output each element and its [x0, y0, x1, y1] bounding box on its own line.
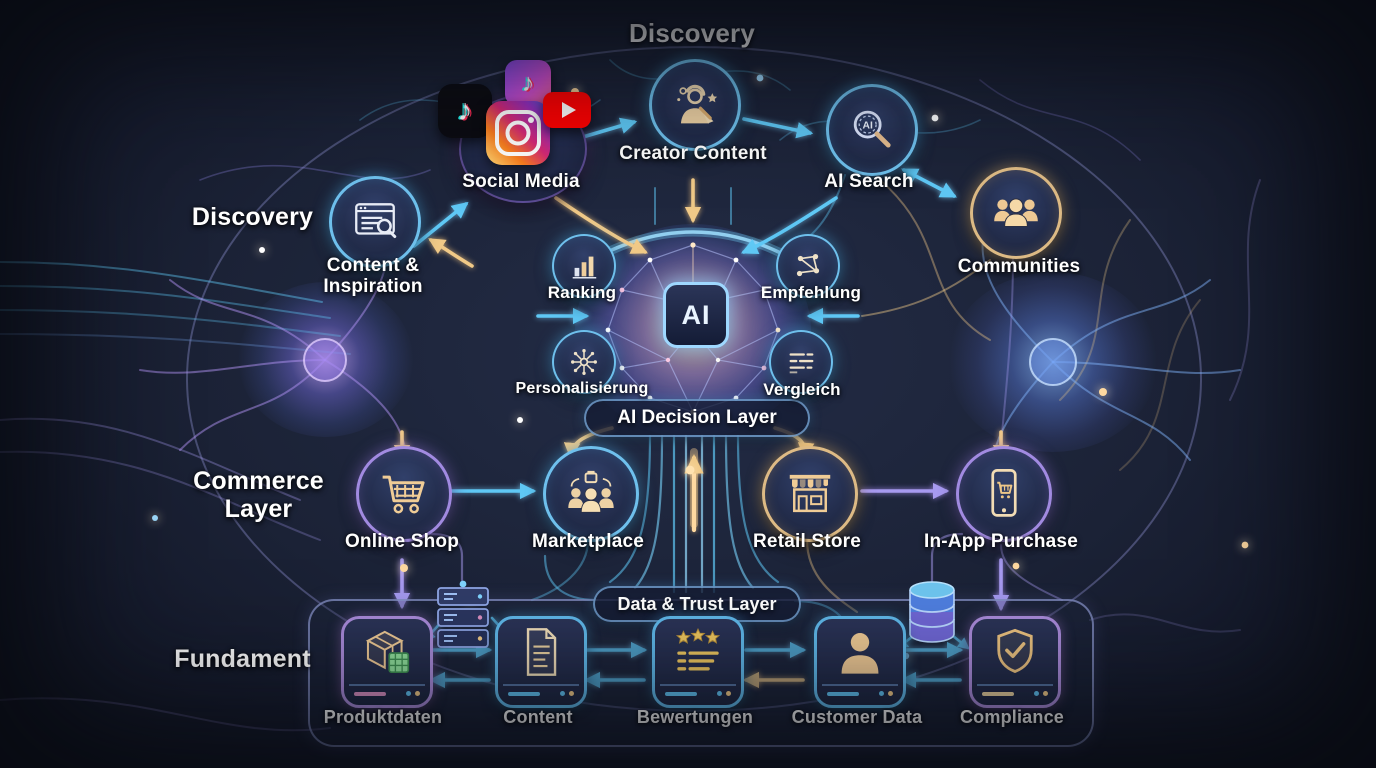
- bewertungen-label: Bewertungen: [636, 707, 754, 727]
- creator-content-node: [649, 59, 741, 151]
- ai-chip: AI: [663, 282, 729, 348]
- vergleich-node: [769, 330, 833, 394]
- youtube-icon: [543, 92, 591, 128]
- retail-store-node: [762, 446, 858, 542]
- ai-chip-label: AI: [681, 299, 711, 330]
- ai-decision-layer-label: AI Decision Layer: [617, 407, 777, 428]
- database-icon: [906, 580, 958, 651]
- content-inspiration-label: Content & Inspiration: [323, 255, 423, 297]
- people-group-icon: [994, 198, 1038, 228]
- marketplace-node: [543, 446, 639, 542]
- ranking-node: [552, 234, 616, 298]
- personalisierung-label: Personalisierung: [515, 380, 649, 397]
- fundament-layer-label: Fundament: [174, 645, 311, 673]
- online-shop-node: [356, 446, 452, 542]
- ai-search-node: AI: [826, 84, 918, 176]
- tiktok-icon: ♪: [438, 84, 492, 138]
- customer-data-label: Customer Data: [791, 707, 923, 727]
- browser-search-icon: [355, 203, 397, 239]
- content-node: [495, 616, 587, 708]
- content-inspiration-node: [329, 176, 421, 268]
- empfehlung-label: Empfehlung: [760, 283, 862, 302]
- commerce-layer-label: Commerce Layer: [193, 467, 324, 523]
- content-label: Content: [503, 707, 573, 727]
- creator-content-label: Creator Content: [619, 143, 767, 164]
- outer-ellipse: [186, 46, 1202, 712]
- stars-review-icon: [675, 627, 721, 671]
- compliance-label: Compliance: [959, 707, 1065, 727]
- shield-check-icon: [997, 628, 1033, 674]
- customer-data-node: [814, 616, 906, 708]
- phone-cart-icon: [991, 469, 1017, 517]
- data-trust-layer-label: Data & Trust Layer: [617, 593, 777, 614]
- in-app-purchase-node: [956, 446, 1052, 542]
- hub-spokes-icon: [571, 349, 597, 375]
- communities-node: [970, 167, 1062, 259]
- communities-label: Communities: [957, 256, 1081, 277]
- compare-lines-icon: [789, 353, 814, 374]
- online-shop-label: Online Shop: [344, 531, 460, 552]
- ai-magnifier-icon: AI: [853, 110, 891, 148]
- social-media-label: Social Media: [462, 171, 580, 192]
- instagram-icon: [486, 101, 550, 165]
- top-discovery-title: Discovery: [628, 18, 756, 48]
- ai-decision-layer-pill: AI Decision Layer: [584, 399, 810, 437]
- creator-pencil-icon: [677, 84, 718, 124]
- produktdaten-label: Produktdaten: [323, 707, 443, 727]
- person-icon: [841, 633, 879, 674]
- personalisierung-node: [552, 330, 616, 394]
- marketplace-label: Marketplace: [531, 531, 645, 552]
- bewertungen-node: [652, 616, 744, 708]
- retail-store-label: Retail Store: [753, 531, 861, 552]
- shopping-cart-icon: [382, 475, 425, 514]
- empfehlung-node: [776, 234, 840, 298]
- storefront-icon: [789, 474, 831, 513]
- in-app-purchase-label: In-App Purchase: [924, 531, 1078, 552]
- vergleich-label: Vergleich: [763, 380, 841, 399]
- people-box-icon: [568, 470, 614, 513]
- bar-chart-icon: [572, 256, 597, 279]
- ranking-label: Ranking: [547, 283, 617, 302]
- document-icon: [526, 628, 557, 676]
- compliance-node: [969, 616, 1061, 708]
- package-data-icon: [365, 630, 410, 673]
- network-share-icon: [796, 253, 820, 277]
- discovery-layer-label: Discovery: [191, 203, 314, 231]
- ai-search-label: AI Search: [824, 171, 914, 192]
- svg-text:AI: AI: [863, 120, 873, 131]
- produktdaten-node: [341, 616, 433, 708]
- server-icon: [433, 578, 493, 659]
